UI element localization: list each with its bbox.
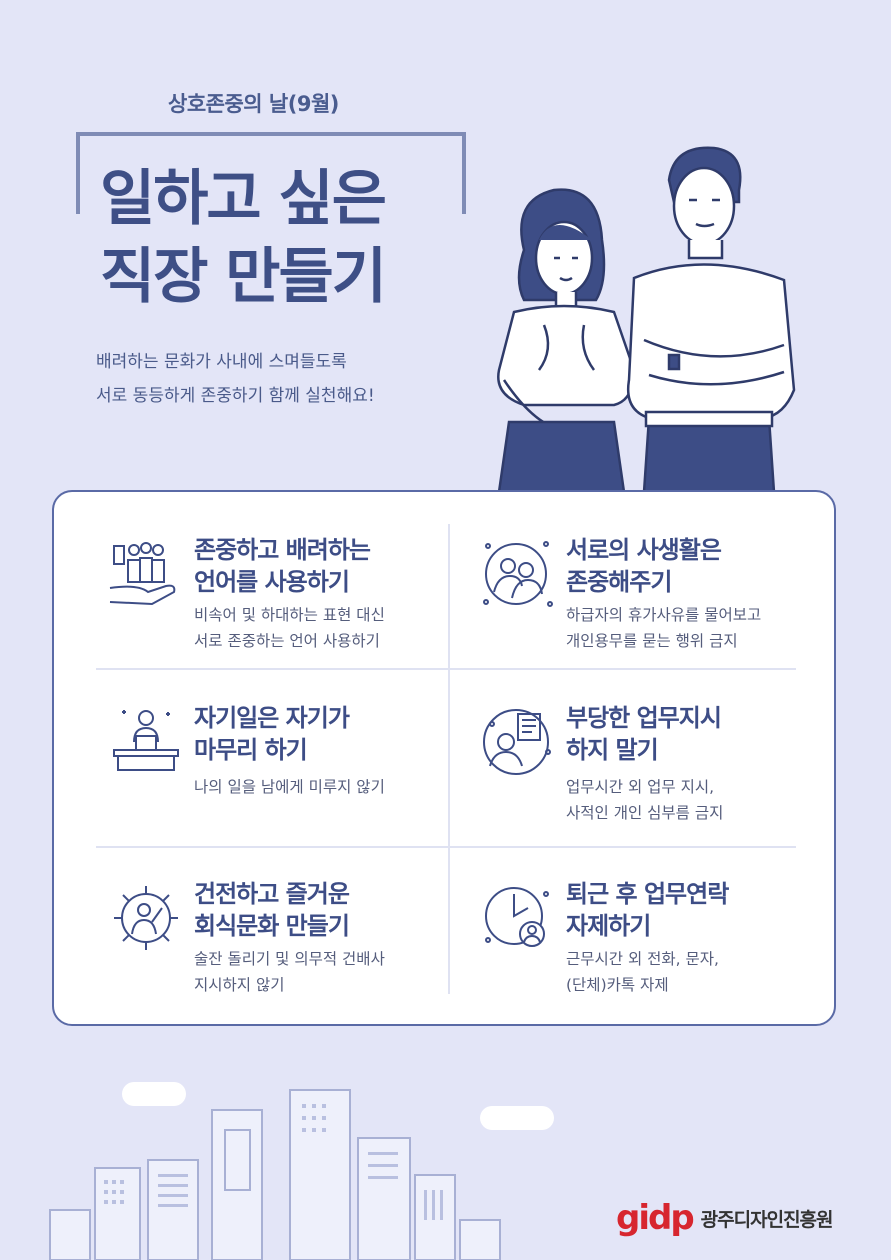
item-body: 비속어 및 하대하는 표현 대신 서로 존중하는 언어 사용하기	[194, 606, 385, 650]
description: 배려하는 문화가 사내에 스며들도록 서로 동등하게 존중하기 함께 실천해요!	[96, 345, 375, 413]
item-body: 근무시간 외 전화, 문자, (단체)카톡 자제	[566, 950, 719, 994]
cloud-decoration	[480, 1106, 554, 1130]
organization-logo: gidp 광주디자인진흥원	[616, 1198, 834, 1238]
row-divider-2	[96, 846, 796, 848]
item-heading: 자기일은 자기가 마무리 하기	[194, 704, 350, 764]
item-heading: 건전하고 즐거운 회식문화 만들기	[194, 880, 350, 940]
practice-item-after-hours: 퇴근 후 업무연락 자제하기 근무시간 외 전화, 문자, (단체)카톡 자제	[480, 878, 840, 1018]
man-figure	[626, 146, 796, 492]
practice-item-unfair-orders: 부당한 업무지시 하지 말기 업무시간 외 업무 지시, 사적인 개인 심부름 …	[480, 702, 840, 842]
column-divider	[448, 524, 450, 994]
woman-figure	[497, 188, 636, 492]
desk-worker-icon	[113, 710, 179, 771]
title-line-2: 직장 만들기	[100, 242, 387, 312]
practice-item-language: 존중하고 배려하는 언어를 사용하기 비속어 및 하대하는 표현 대신 서로 존…	[108, 534, 468, 674]
logo-mark: gidp	[616, 1198, 695, 1238]
item-heading: 서로의 사생활은 존중해주기	[566, 536, 722, 596]
item-body: 업무시간 외 업무 지시, 사적인 개인 심부름 금지	[566, 778, 724, 822]
logo-name: 광주디자인진흥원	[700, 1208, 834, 1231]
practice-item-privacy: 서로의 사생활은 존중해주기 하급자의 휴가사유를 물어보고 개인용무를 묻는 …	[480, 534, 840, 674]
item-body: 술잔 돌리기 및 의무적 건배사 지시하지 않기	[194, 950, 385, 994]
handshake-people-icon	[109, 542, 176, 606]
description-line-2: 서로 동등하게 존중하기 함께 실천해요!	[96, 386, 375, 406]
title-bracket-decoration	[76, 132, 466, 214]
description-line-1: 배려하는 문화가 사내에 스며들도록	[96, 352, 347, 372]
item-body: 나의 일을 남에게 미루지 않기	[194, 778, 385, 796]
practice-card: 존중하고 배려하는 언어를 사용하기 비속어 및 하대하는 표현 대신 서로 존…	[52, 490, 836, 1026]
item-heading: 퇴근 후 업무연락 자제하기	[566, 880, 729, 940]
event-subtitle: 상호존중의 날(9월)	[168, 92, 339, 116]
person-document-icon	[483, 709, 551, 775]
couple-circle-icon	[483, 541, 553, 607]
row-divider-1	[96, 668, 796, 670]
item-body: 하급자의 휴가사유를 물어보고 개인용무를 묻는 행위 금지	[566, 606, 762, 650]
cloud-decoration	[122, 1082, 186, 1106]
practice-item-company-dinner: 건전하고 즐거운 회식문화 만들기 술잔 돌리기 및 의무적 건배사 지시하지 …	[108, 878, 468, 1018]
city-skyline-illustration	[49, 1089, 501, 1260]
item-heading: 존중하고 배려하는 언어를 사용하기	[194, 536, 371, 596]
clock-person-icon	[485, 887, 549, 947]
practice-item-own-work: 자기일은 자기가 마무리 하기 나의 일을 남에게 미루지 않기	[108, 702, 468, 842]
item-heading: 부당한 업무지시 하지 말기	[566, 704, 722, 764]
two-people-illustration	[497, 146, 796, 492]
title-line-1: 일하고 싶은	[92, 150, 393, 237]
gear-person-icon	[114, 886, 178, 950]
